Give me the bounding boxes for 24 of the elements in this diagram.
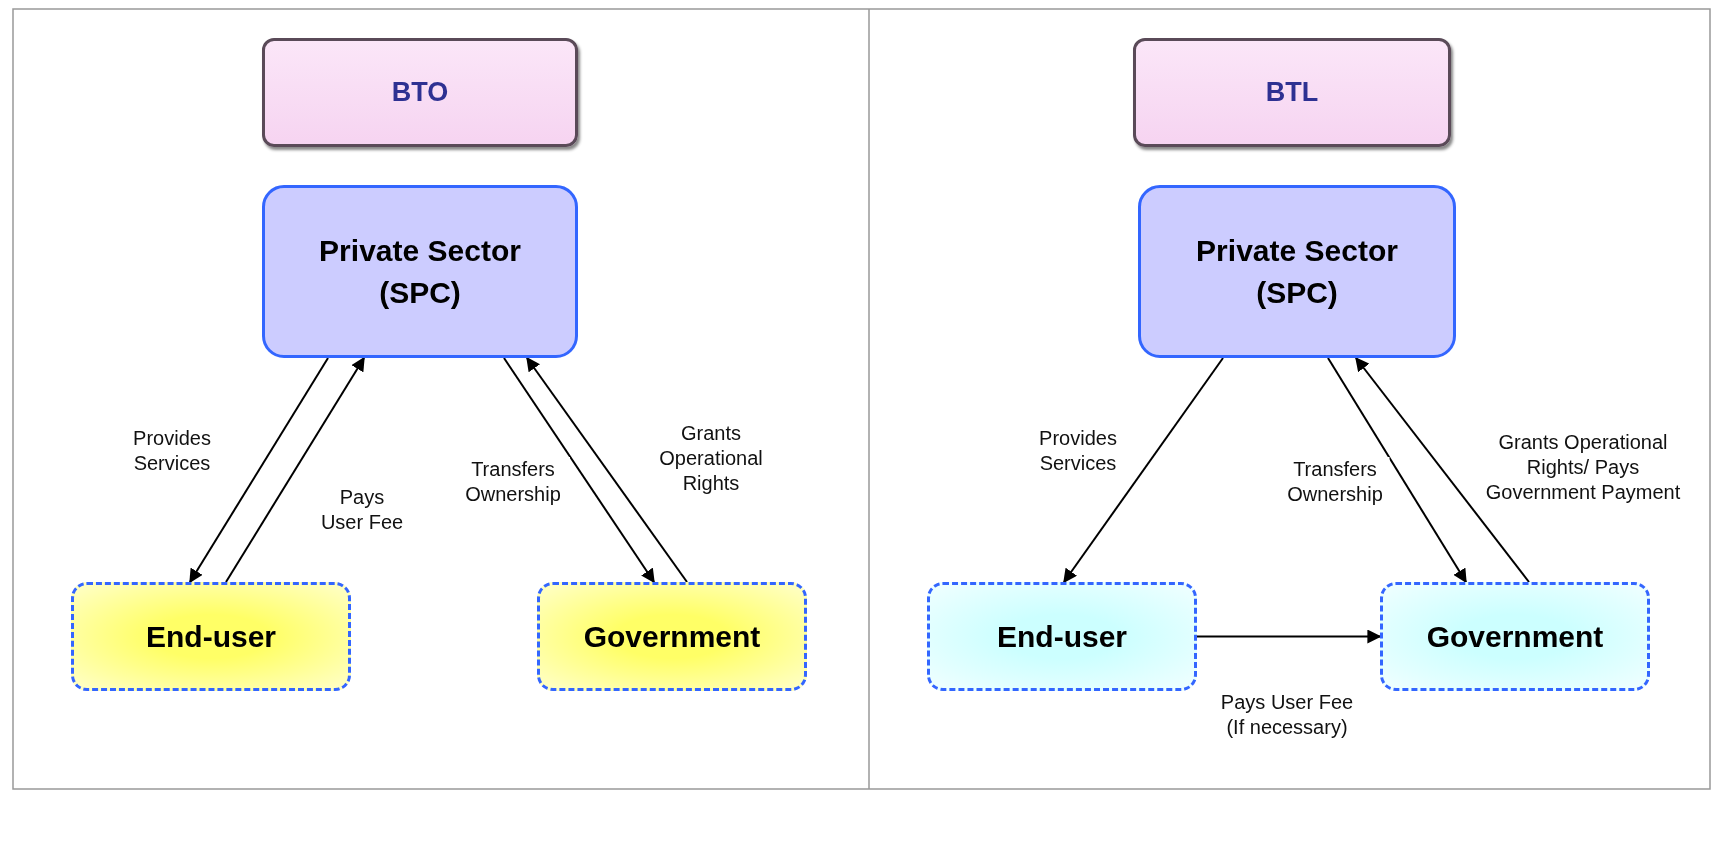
node-label: End-user	[145, 619, 277, 654]
node-label: Government	[582, 619, 762, 654]
arrow	[225, 356, 365, 583]
dashed-box	[71, 582, 351, 691]
node-label: Private Sector (SPC)	[318, 232, 522, 311]
node-label: BTO	[390, 77, 450, 108]
arrow	[1196, 629, 1382, 644]
node-label: Government	[1425, 619, 1605, 654]
arrow	[1355, 356, 1530, 583]
arrow	[526, 356, 688, 583]
title-box	[1133, 38, 1451, 147]
node-label: BTL	[1264, 77, 1320, 108]
arrow	[1327, 357, 1467, 584]
process-box	[262, 185, 578, 358]
dashed-box	[537, 582, 807, 691]
dashed-box	[1380, 582, 1650, 691]
node-label: End-user	[996, 619, 1128, 654]
dashed-box	[927, 582, 1197, 691]
node-label: Private Sector (SPC)	[1195, 232, 1399, 311]
process-box	[1138, 185, 1456, 358]
arrow	[189, 357, 329, 584]
arrow	[503, 357, 655, 584]
title-box	[262, 38, 578, 147]
arrow	[1063, 357, 1224, 584]
